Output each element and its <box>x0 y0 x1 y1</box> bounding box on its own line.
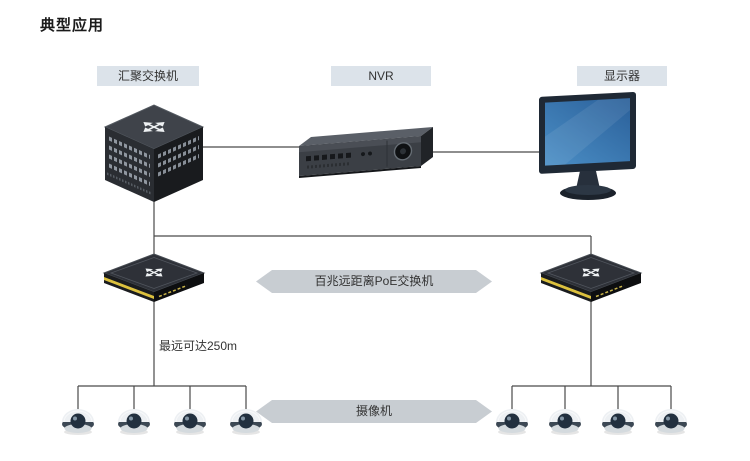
note-max-distance: 最远可达250m <box>159 339 238 353</box>
poe-switch-left-device <box>101 251 207 305</box>
dome-camera <box>61 408 95 436</box>
page-title: 典型应用 <box>40 17 105 34</box>
dome-camera <box>117 408 151 436</box>
dome-camera <box>654 408 688 436</box>
monitor-stand-neck <box>576 171 600 189</box>
nvr-side-face <box>421 127 433 166</box>
nvr-device <box>297 124 435 186</box>
monitor-device <box>538 85 642 215</box>
dome-camera <box>495 408 529 436</box>
switch-side-ports <box>158 135 199 177</box>
wire-right-camera-drops <box>511 386 672 410</box>
poe-switch-right-device <box>538 251 644 305</box>
banner-cameras: 摄像机 <box>256 400 492 423</box>
banner-poe-switch: 百兆远距离PoE交换机 <box>256 270 492 293</box>
switch-front-ports <box>107 136 152 196</box>
poe-yellow-stripe <box>104 277 154 299</box>
dome-camera <box>548 408 582 436</box>
wire-left-camera-drops <box>77 386 247 410</box>
poe-yellow-stripe <box>541 277 591 299</box>
label-monitor: 显示器 <box>577 66 667 86</box>
nvr-front-panel <box>299 136 421 169</box>
nvr-top-face <box>299 127 433 146</box>
aggregation-switch-device <box>99 97 209 203</box>
poe-side-face <box>591 273 641 302</box>
monitor-screen <box>545 98 630 166</box>
poe-side-face <box>154 273 204 302</box>
dome-camera <box>229 408 263 436</box>
dome-camera <box>173 408 207 436</box>
label-nvr: NVR <box>331 66 431 86</box>
label-aggregation-switch: 汇聚交换机 <box>97 66 199 86</box>
dome-camera <box>601 408 635 436</box>
